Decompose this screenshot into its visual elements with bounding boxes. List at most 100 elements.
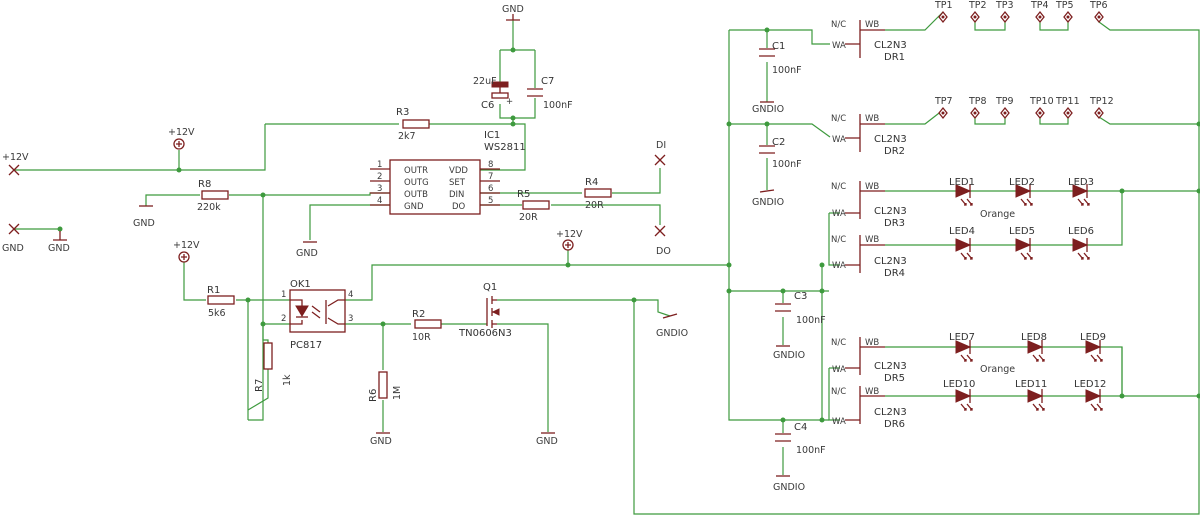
r4-value: 20R xyxy=(585,200,604,211)
r2-value: 10R xyxy=(412,332,431,343)
r8-name: R8 xyxy=(198,179,211,190)
dr-pin-nc: N/C xyxy=(831,182,846,192)
ic1-value: WS2811 xyxy=(484,142,526,153)
c4-value: 100nF xyxy=(796,445,826,456)
gndio-label: GNDIO xyxy=(656,328,688,339)
r5-value: 20R xyxy=(519,212,538,223)
ic1-pinname-din: DIN xyxy=(449,190,464,200)
dr-pin-wb: WB xyxy=(865,338,879,348)
dr-pin-wa: WA xyxy=(832,261,846,271)
ok1-pin-2: 2 xyxy=(281,314,286,324)
do-label: DO xyxy=(656,246,671,257)
ic1-pinname-outr: OUTR xyxy=(404,166,428,176)
gndio-label: GNDIO xyxy=(752,104,784,115)
ic1-name: IC1 xyxy=(484,130,500,141)
gnd-label: GND xyxy=(133,218,155,229)
dr-value: CL2N3 xyxy=(874,206,907,217)
ic1-pinname-do: DO xyxy=(452,202,466,212)
dr-pin-wa: WA xyxy=(832,365,846,375)
ic1-pinname-gnd: GND xyxy=(404,202,424,212)
led1-label: LED1 xyxy=(949,177,975,188)
led-color-label: Orange xyxy=(980,209,1015,220)
ok1-pin-1: 1 xyxy=(281,290,286,300)
wires xyxy=(14,11,1200,515)
dr-pin-wa: WA xyxy=(832,417,846,427)
ic1-pinname-outb: OUTB xyxy=(404,190,428,200)
ic1-ws2811: IC1 WS2811 1 2 3 4 OUTR OUTG OUTB GND VD… xyxy=(370,130,526,215)
tp9-label: TP9 xyxy=(995,96,1014,107)
r3-value: 2k7 xyxy=(398,131,416,142)
r2-name: R2 xyxy=(412,309,425,320)
dr-name: DR1 xyxy=(884,52,905,63)
dr-pin-wb: WB xyxy=(865,387,879,397)
r3-name: R3 xyxy=(396,107,409,118)
dr-pin-nc: N/C xyxy=(831,20,846,30)
test-points: TP1 TP2 TP3 TP4 TP5 TP6 TP7 TP8 TP9 TP10… xyxy=(934,0,1114,119)
v12-supply-label: +12V xyxy=(556,229,583,240)
led2-label: LED2 xyxy=(1009,177,1035,188)
r8-value: 220k xyxy=(197,202,221,213)
ok1-pin-4: 4 xyxy=(348,290,353,300)
q1-mosfet: Q1 TN0606N3 xyxy=(458,282,512,339)
led7-label: LED7 xyxy=(949,332,975,343)
c6-name: C6 xyxy=(481,100,494,111)
v12-supply-label: +12V xyxy=(173,240,200,251)
r4-name: R4 xyxy=(585,177,598,188)
gndio-label: GNDIO xyxy=(773,350,805,361)
tp5-label: TP5 xyxy=(1055,0,1074,11)
tp6-label: TP6 xyxy=(1089,0,1108,11)
led4-label: LED4 xyxy=(949,226,975,237)
gnd-label: GND xyxy=(296,248,318,259)
c3-value: 100nF xyxy=(796,315,826,326)
gnd-label: GND xyxy=(48,243,70,254)
tp7-label: TP7 xyxy=(934,96,953,107)
ok1-value: PC817 xyxy=(290,340,322,351)
gnd-label: GND xyxy=(502,4,524,15)
driver-dr6: N/C WB WA CL2N3 DR6 xyxy=(831,386,907,430)
q1-name: Q1 xyxy=(483,282,497,293)
dr-name: DR2 xyxy=(884,146,905,157)
dr-value: CL2N3 xyxy=(874,134,907,145)
ic1-pinname-set: SET xyxy=(449,178,466,188)
c1-value: 100nF xyxy=(772,65,802,76)
gndio-label: GNDIO xyxy=(752,197,784,208)
dr-value: CL2N3 xyxy=(874,407,907,418)
gnd-label: GND xyxy=(536,436,558,447)
dr-value: CL2N3 xyxy=(874,361,907,372)
c7-name: C7 xyxy=(541,76,554,87)
dr-pin-wb: WB xyxy=(865,235,879,245)
q1-value: TN0606N3 xyxy=(458,328,512,339)
junctions xyxy=(57,27,1200,423)
driver-dr1: N/C WB WA CL2N3 DR1 xyxy=(831,20,907,63)
tp2-label: TP2 xyxy=(968,0,987,11)
dr-name: DR3 xyxy=(884,218,905,229)
driver-dr2: N/C WB WA CL2N3 DR2 xyxy=(831,114,907,157)
dr-pin-nc: N/C xyxy=(831,387,846,397)
led11-label: LED11 xyxy=(1015,379,1047,390)
led3-label: LED3 xyxy=(1068,177,1094,188)
r7-value: 1k xyxy=(282,374,293,386)
r6-name: R6 xyxy=(368,389,379,402)
dr-pin-wb: WB xyxy=(865,182,879,192)
gnd-label: GND xyxy=(370,436,392,447)
ic1-pin-1: 1 xyxy=(377,160,382,170)
capacitors: + 22uF C6 C7 100nF C1 100nF C2 100nF C3 … xyxy=(473,41,826,456)
led12-label: LED12 xyxy=(1074,379,1106,390)
dr-pin-wa: WA xyxy=(832,135,846,145)
tp1-label: TP1 xyxy=(934,0,953,11)
r1-value: 5k6 xyxy=(208,308,226,319)
dr-pin-wa: WA xyxy=(832,209,846,219)
ic1-pin-7: 7 xyxy=(488,172,493,182)
driver-dr5: N/C WB WA CL2N3 DR5 xyxy=(831,337,907,384)
v12-supply-label: +12V xyxy=(168,127,195,138)
dr-name: DR5 xyxy=(884,373,905,384)
di-label: DI xyxy=(656,140,666,151)
dr-value: CL2N3 xyxy=(874,256,907,267)
r1-name: R1 xyxy=(207,285,220,296)
driver-dr3: N/C WB WA CL2N3 DR3 xyxy=(831,181,907,229)
c7-value: 100nF xyxy=(543,100,573,111)
ic1-pin-2: 2 xyxy=(377,172,382,182)
led5-label: LED5 xyxy=(1009,226,1035,237)
r5-name: R5 xyxy=(517,189,530,200)
